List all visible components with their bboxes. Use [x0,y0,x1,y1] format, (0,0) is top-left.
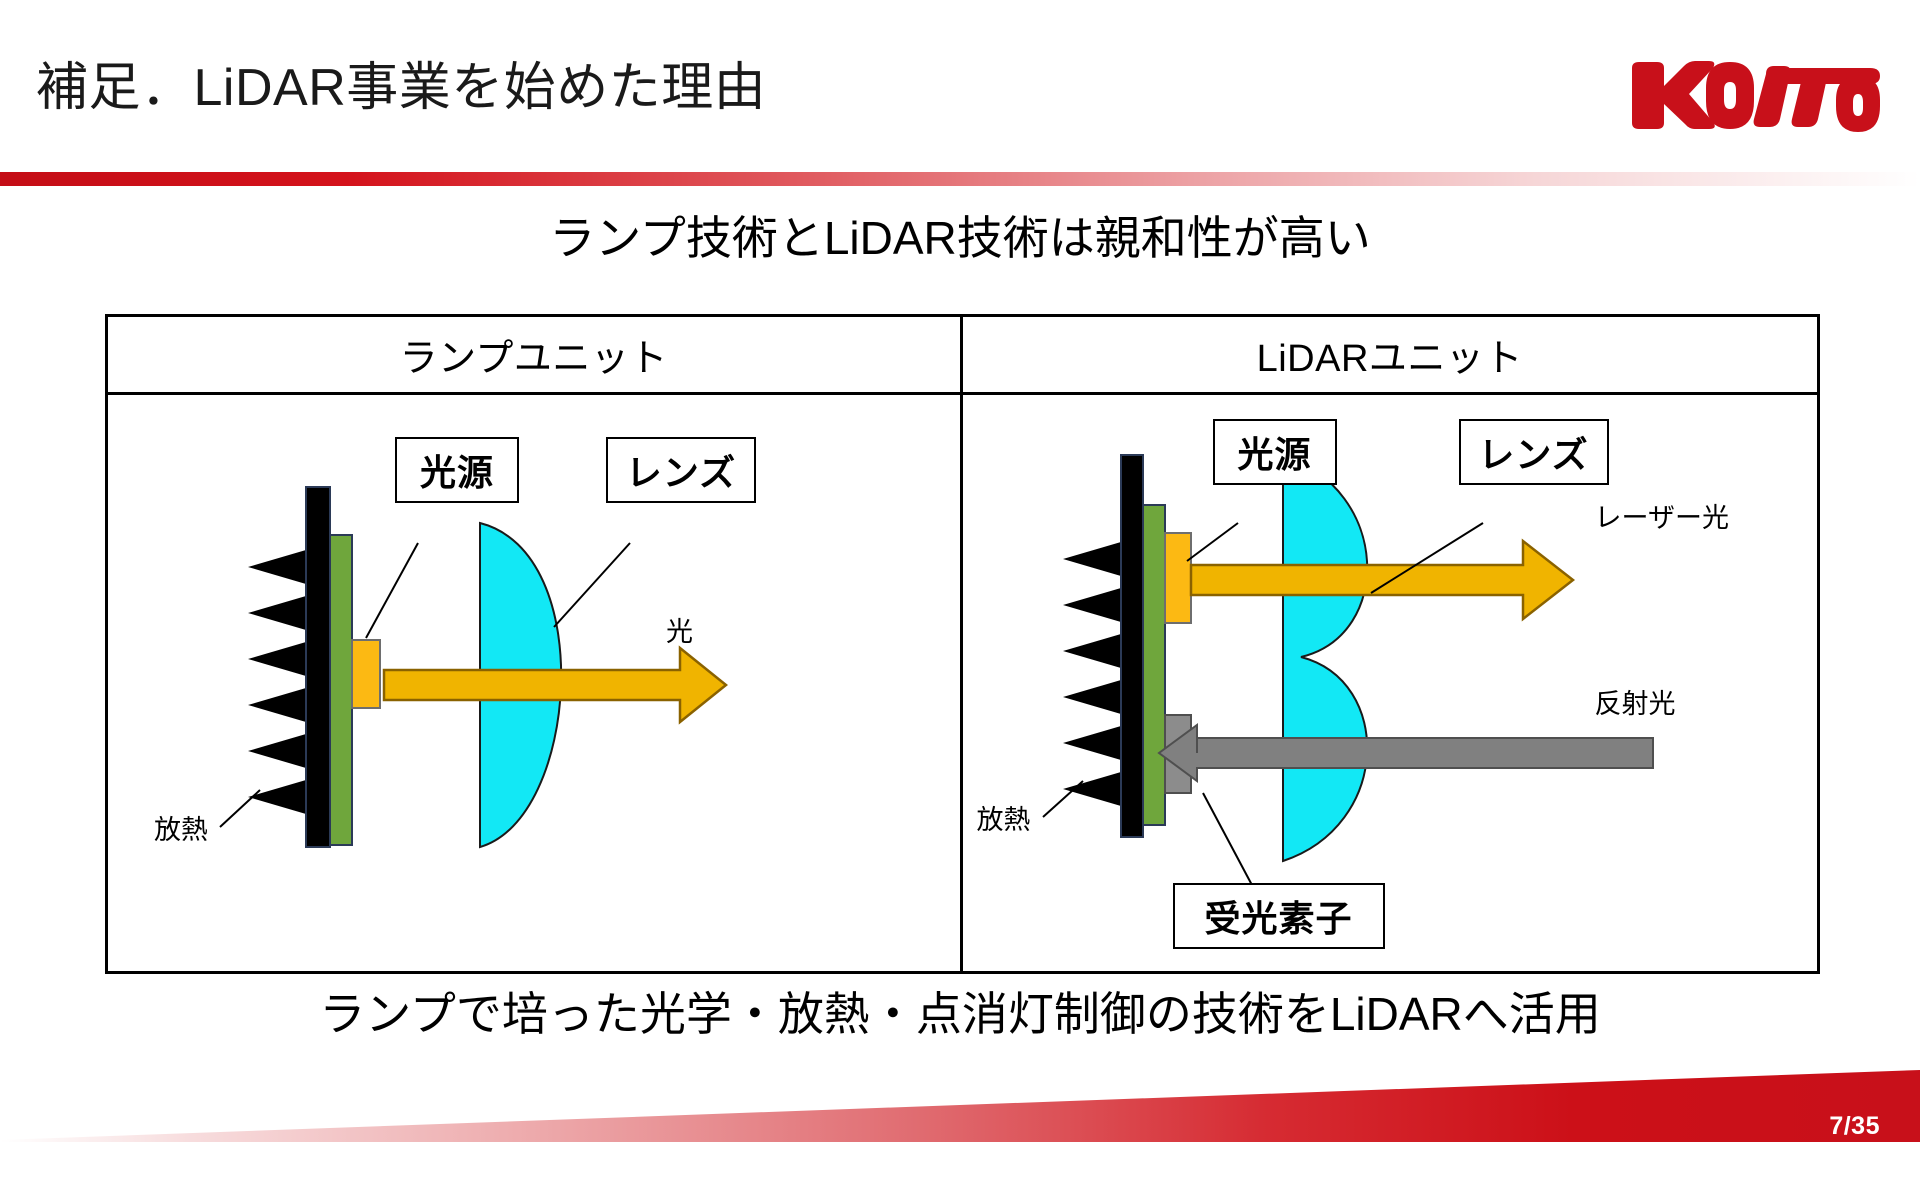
light-emitter [351,639,381,709]
heatsink-base [1119,454,1144,838]
column-header-lidar-unit: LiDARユニット [1256,338,1523,380]
koito-logo [1626,54,1886,136]
laser-emitter [1163,532,1192,624]
leader-line-lens [553,542,631,628]
column-header-lamp-unit: ランプユニット [108,317,963,392]
lens-body [1281,453,1368,863]
table-header-row: ランプユニット LiDARユニット [108,317,1817,395]
lead-statement: ランプ技術とLiDAR技術は親和性が高い [549,212,1371,264]
page-number: 7/35 [1829,1112,1880,1140]
header-accent-rule [0,172,1920,186]
laser-emission-arrow [1189,538,1575,622]
table-body-row: 光源 レンズ 放熱 光 [108,395,1817,971]
leader-line-heat-dissipation [1041,780,1084,818]
pcb-board [1141,504,1166,826]
leader-line-heat-dissipation [219,789,261,828]
lamp-unit-diagram: 光源 レンズ 放熱 光 [108,395,960,971]
leader-line-photodetector [1201,792,1254,888]
lidar-unit-diagram: 光源 レンズ 受光素子 放熱 レーザー光 反射光 [963,395,1818,971]
lidar-unit-cell: 光源 レンズ 受光素子 放熱 レーザー光 反射光 [963,395,1818,971]
reflected-light-arrow [1156,723,1654,783]
leader-line-light-source [365,542,419,639]
footer-wedge [0,1070,1920,1142]
label-heat-dissipation: 放熱 [976,805,1031,835]
callout-light-source: 光源 [395,437,519,503]
label-reflected-light: 反射光 [1594,689,1676,719]
lamp-unit-cell: 光源 レンズ 放熱 光 [108,395,963,971]
outgoing-light-arrow [382,645,728,725]
label-emitted-light: 光 [666,617,693,647]
heatsink-fins [1062,537,1138,811]
callout-light-source: 光源 [1212,419,1337,485]
leader-line-lens [1369,522,1484,594]
heatsink-fins [248,545,323,819]
heatsink-base [305,486,331,848]
slide-header: 補足．LiDAR事業を始めた理由 [0,0,1920,190]
comparison-table: ランプユニット LiDARユニット [105,314,1820,974]
leader-line-light-source [1185,522,1239,562]
page-title: 補足．LiDAR事業を始めた理由 [36,59,767,117]
slide-footer: 7/35 [0,1060,1920,1170]
callout-lens: レンズ [606,437,756,503]
callout-lens: レンズ [1458,419,1609,485]
label-laser-light: レーザー光 [1594,503,1729,533]
callout-photodetector: 受光素子 [1172,883,1385,949]
label-heat-dissipation: 放熱 [154,815,208,845]
pcb-board [329,534,353,846]
closing-statement: ランプで培った光学・放熱・点消灯制御の技術をLiDARへ活用 [319,988,1601,1040]
